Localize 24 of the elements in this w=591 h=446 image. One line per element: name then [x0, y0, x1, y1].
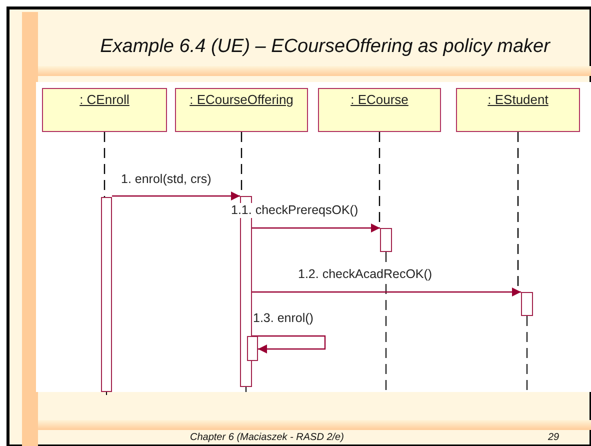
object-name: : EStudent [488, 92, 548, 107]
object-name: : ECourseOffering [190, 92, 294, 107]
activation-bar [380, 228, 392, 252]
activation-bar [521, 292, 533, 316]
footer-text: Chapter 6 (Maciaszek - RASD 2/e) [190, 432, 344, 444]
object-box [318, 88, 441, 132]
object-box [456, 88, 580, 132]
object-box [175, 88, 308, 132]
message-arrow [252, 335, 326, 354]
message-arrow [252, 288, 521, 296]
edge-label: 1.1. checkPrereqsOK() [230, 203, 360, 218]
activation-bar [101, 197, 112, 392]
activation-bar [247, 336, 258, 361]
edge-label: 1.3. enrol() [252, 311, 314, 326]
object-box [42, 88, 167, 132]
message-arrow [252, 224, 380, 232]
edge-label: 1. enrol(std, crs) [120, 172, 212, 187]
slide-title: Example 6.4 (UE) – ECourseOffering as policy maker [99, 36, 552, 58]
edge-label: 1.2. checkAcadRecOK() [297, 267, 434, 282]
object-name: : CEnroll [80, 92, 130, 107]
lifeline [104, 132, 106, 197]
object-name: : ECourse [350, 92, 408, 107]
message-arrow [112, 192, 240, 200]
page-number: 29 [548, 432, 560, 444]
